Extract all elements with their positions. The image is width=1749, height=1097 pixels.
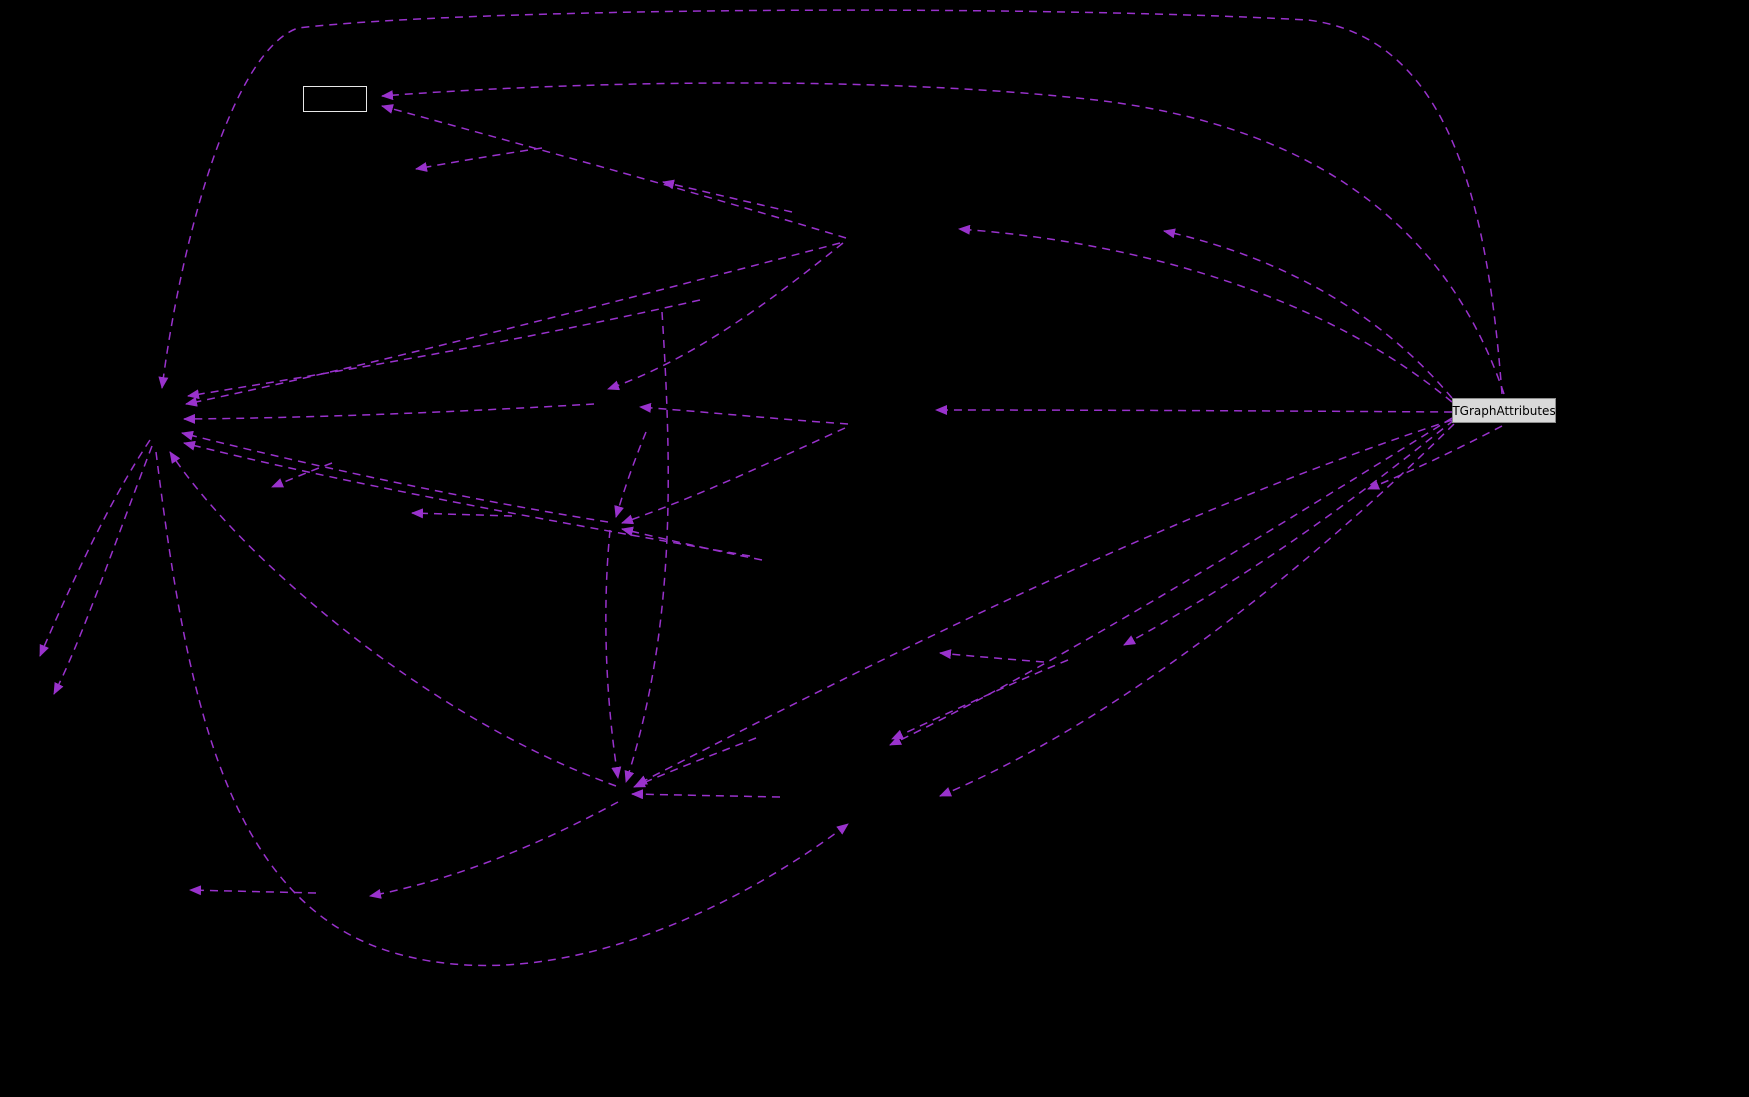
edge	[958, 224, 1453, 403]
edge	[939, 649, 1045, 663]
edge	[39, 439, 151, 657]
edge	[381, 82, 1505, 395]
edge	[53, 445, 153, 695]
edge	[1123, 419, 1455, 646]
edge	[605, 529, 622, 779]
edge	[889, 417, 1453, 746]
edge	[639, 402, 849, 425]
graph-node-unlabeled[interactable]	[303, 86, 367, 112]
edge	[607, 242, 844, 391]
edge	[381, 104, 847, 239]
edge	[187, 299, 701, 400]
edge	[939, 423, 1455, 797]
edge	[1163, 228, 1453, 399]
edge	[183, 403, 595, 424]
edge	[183, 440, 751, 557]
edge	[631, 789, 781, 800]
edge	[935, 405, 1453, 416]
edge	[169, 451, 617, 787]
edges	[39, 9, 1505, 967]
edge	[1367, 425, 1503, 490]
edge	[271, 462, 333, 488]
graph-node-tgraphattributes[interactable]: TGraphAttributes	[1452, 398, 1556, 423]
edge	[411, 508, 513, 519]
edge	[635, 419, 1453, 786]
edge	[158, 9, 1503, 395]
edge	[415, 147, 543, 172]
edge	[662, 179, 793, 213]
edge	[369, 801, 619, 899]
edge	[155, 451, 849, 967]
edge	[621, 427, 846, 525]
graph-node-tgraphattributes-label: TGraphAttributes	[1452, 403, 1556, 418]
edge	[614, 431, 647, 518]
edge	[189, 885, 317, 896]
edge	[624, 311, 669, 783]
edge	[181, 430, 609, 523]
edge	[891, 659, 1069, 740]
edge	[185, 242, 841, 407]
edge	[621, 526, 763, 561]
edge	[633, 737, 757, 788]
